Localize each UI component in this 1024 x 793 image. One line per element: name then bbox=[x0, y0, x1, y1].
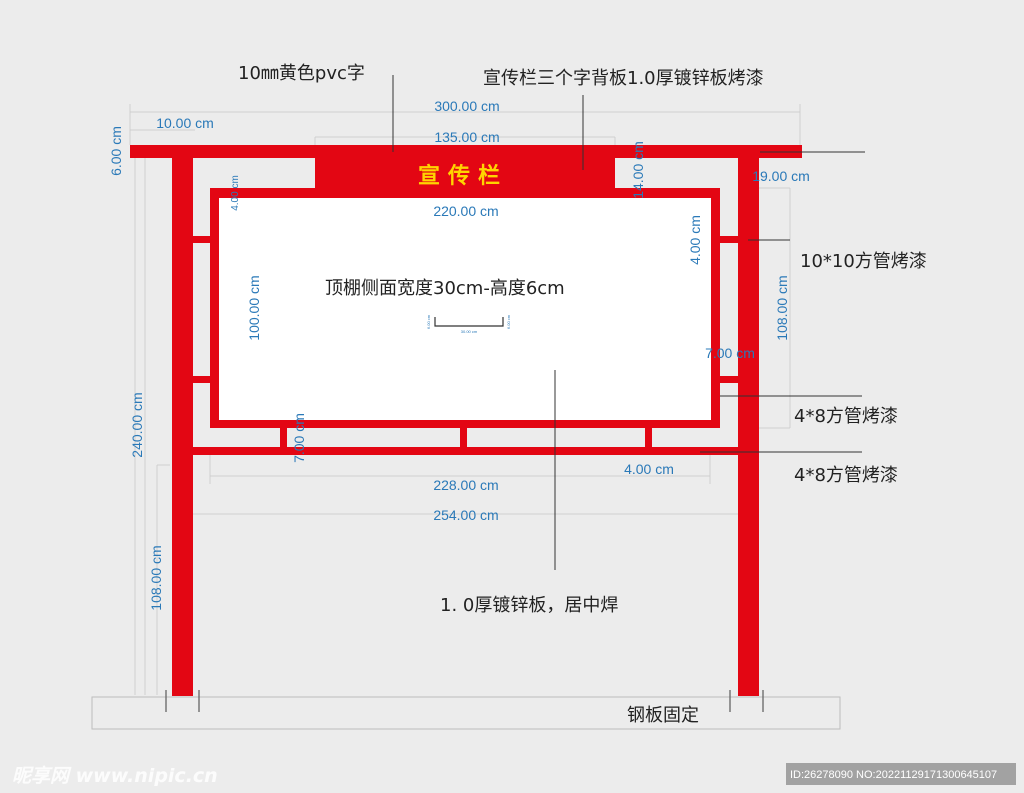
connector-right-bottom bbox=[720, 376, 738, 383]
section-height-right: 6.00 cm bbox=[506, 314, 511, 329]
dim-leg-height: 108.00 cm bbox=[148, 545, 164, 610]
watermark-left: 昵享网 www.nipic.cn bbox=[12, 765, 218, 787]
base-plate bbox=[91, 696, 841, 730]
dim-bottom-right-gap: 4.00 cm bbox=[624, 461, 674, 477]
note-yellow-text: 10㎜黄色pvc字 bbox=[238, 63, 365, 84]
dim-post-inset: 19.00 cm bbox=[752, 168, 810, 184]
roof-section-sketch: 30.00 cm 6.00 cm 6.00 cm bbox=[426, 314, 511, 334]
anchor-bolts bbox=[165, 690, 764, 712]
dim-frame-right-gap: 4.00 cm bbox=[687, 215, 703, 265]
bottom-strut-3 bbox=[645, 428, 652, 447]
header-panel bbox=[315, 145, 615, 190]
dim-frame-width: 228.00 cm bbox=[433, 477, 498, 493]
dim-side-height: 108.00 cm bbox=[774, 275, 790, 340]
note-roof-section: 顶棚侧面宽度30cm-高度6cm bbox=[325, 278, 565, 299]
note-square-tube-48-a: 4*8方管烤漆 bbox=[794, 406, 898, 427]
dim-roof-height: 6.00 cm bbox=[108, 126, 124, 176]
section-width-label: 30.00 cm bbox=[461, 329, 478, 334]
dim-overall-width: 300.00 cm bbox=[434, 98, 499, 114]
dim-header-width: 135.00 cm bbox=[434, 129, 499, 145]
dim-total-height: 240.00 cm bbox=[129, 392, 145, 457]
note-square-tube-10: 10*10方管烤漆 bbox=[800, 251, 927, 272]
section-height-left: 6.00 cm bbox=[426, 314, 431, 329]
note-header-panel: 宣传栏三个字背板1.0厚镀锌板烤漆 bbox=[483, 68, 764, 89]
leader-lines bbox=[392, 75, 865, 570]
dim-header-height: 14.00 cm bbox=[630, 141, 646, 199]
dim-frame-top-left: 4.00 cm bbox=[230, 175, 241, 211]
left-post bbox=[172, 155, 193, 696]
connector-left-bottom bbox=[193, 376, 210, 383]
dim-bottom-left-gap: 7.00 cm bbox=[291, 413, 307, 463]
note-galvanized-plate: 1. 0厚镀锌板，居中焊 bbox=[440, 595, 618, 616]
bottom-strut-2 bbox=[460, 428, 467, 447]
dim-panel-height: 100.00 cm bbox=[246, 275, 262, 340]
note-square-tube-48-b: 4*8方管烤漆 bbox=[794, 465, 898, 486]
connector-left-top bbox=[193, 236, 210, 243]
dim-panel-width: 220.00 cm bbox=[433, 203, 498, 219]
watermark-right: ID:26278090 NO:20221129171300645107 bbox=[790, 769, 997, 781]
dim-post-span: 254.00 cm bbox=[433, 507, 498, 523]
dim-right-gap: 7.00 cm bbox=[705, 345, 755, 361]
right-post bbox=[738, 155, 759, 696]
board-panel bbox=[219, 198, 711, 420]
bottom-strut-1 bbox=[280, 428, 287, 447]
note-steel-plate: 钢板固定 bbox=[627, 705, 699, 726]
connector-right-top bbox=[720, 236, 738, 243]
bottom-rail bbox=[193, 447, 738, 455]
signboard-title: 宣传栏 bbox=[418, 163, 508, 189]
dim-post-offset: 10.00 cm bbox=[156, 115, 214, 131]
watermark-right-bg bbox=[786, 763, 1016, 785]
